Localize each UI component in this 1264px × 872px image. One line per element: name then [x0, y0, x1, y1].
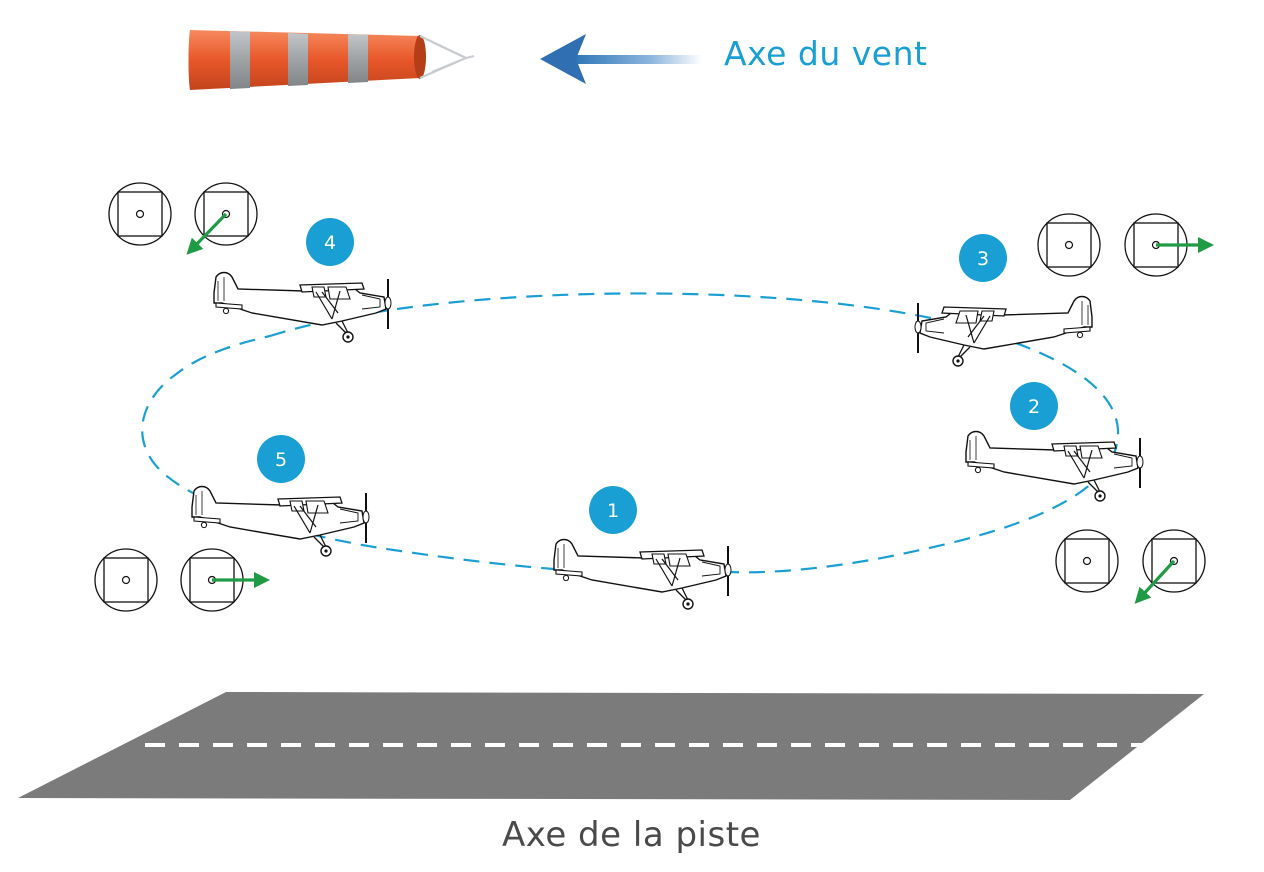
windsock-icon — [188, 30, 475, 90]
position-badge-1: 1 — [589, 486, 637, 534]
badge-number-3: 3 — [977, 248, 989, 270]
badge-number-1: 1 — [607, 500, 619, 522]
instrument-icon — [108, 182, 172, 246]
badge-number-4: 4 — [324, 232, 336, 254]
position-badge-3: 3 — [959, 234, 1007, 282]
position-badge-4: 4 — [306, 218, 354, 266]
instrument-icon — [1055, 529, 1119, 593]
instrument-icon — [94, 548, 158, 612]
badge-number-5: 5 — [275, 449, 287, 471]
position-badge-2: 2 — [1010, 382, 1058, 430]
airplane-position-5 — [191, 485, 370, 557]
airplane-position-4 — [213, 271, 392, 343]
position-badge-5: 5 — [257, 435, 305, 483]
airplane-position-3 — [914, 295, 1093, 367]
runway-axis-label: Axe de la piste — [502, 815, 761, 855]
airplane-position-1 — [553, 538, 732, 610]
wind-axis-label: Axe du vent — [724, 34, 928, 73]
airplane-position-2 — [965, 430, 1144, 502]
badge-number-2: 2 — [1028, 396, 1040, 418]
traffic-pattern-path — [141, 292, 1120, 575]
wind-direction-arrow-icon — [540, 34, 702, 84]
wind-drift-arrow-icon — [1134, 559, 1176, 604]
instrument-icon — [1037, 213, 1101, 277]
wind-drift-arrow-icon — [186, 212, 228, 255]
runway — [18, 692, 1204, 800]
